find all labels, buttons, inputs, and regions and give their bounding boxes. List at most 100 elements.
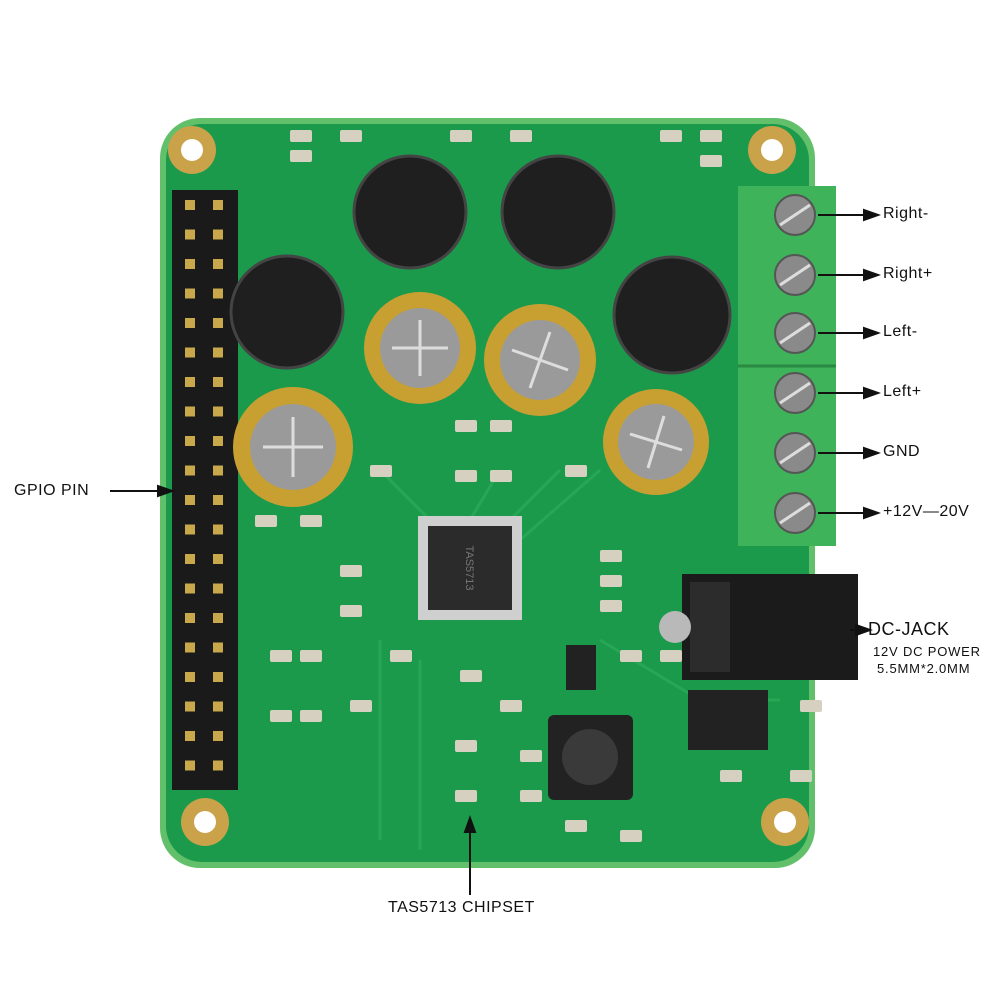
gpio-pin — [185, 406, 195, 417]
smd-component — [660, 130, 682, 142]
gpio-pin — [185, 200, 195, 210]
gpio-pin — [185, 465, 195, 476]
dc-jack-power-spec: 12V DC POWER — [873, 644, 981, 659]
terminal-label: Left- — [883, 323, 918, 340]
smd-component — [290, 130, 312, 142]
smd-component — [340, 565, 362, 577]
gpio-pin — [213, 259, 223, 269]
gpio-pin — [185, 495, 195, 505]
smd-component — [800, 700, 822, 712]
smd-component — [510, 130, 532, 142]
smd-component — [350, 700, 372, 712]
gpio-pin — [213, 583, 223, 594]
smd-component — [520, 790, 542, 802]
gpio-pin — [213, 318, 223, 328]
terminal-label: Right+ — [883, 265, 933, 282]
ic — [688, 690, 768, 750]
smd-component — [600, 550, 622, 562]
gpio-pin — [185, 642, 195, 653]
smd-component — [490, 420, 512, 432]
tas5713-chip: TAS5713 — [418, 516, 522, 620]
gpio-pin — [213, 229, 223, 240]
terminal-label: GND — [883, 443, 921, 460]
smd-component — [565, 820, 587, 832]
smd-component — [620, 830, 642, 842]
smd-component — [600, 600, 622, 612]
gpio-pin — [185, 672, 195, 682]
smd-component — [620, 650, 642, 662]
smd-component — [270, 650, 292, 662]
gpio-pin — [213, 613, 223, 623]
gold-capacitors — [233, 292, 709, 507]
smd-component — [455, 790, 477, 802]
gpio-pin — [185, 760, 195, 771]
dc-jack-size-spec: 5.5MM*2.0MM — [877, 661, 971, 676]
smd-component — [340, 130, 362, 142]
dc-jack-arrow — [855, 623, 873, 637]
gpio-pin — [185, 701, 195, 712]
gpio-pin — [185, 288, 195, 299]
black-capacitors — [229, 154, 732, 375]
gpio-pin — [185, 347, 195, 358]
smd-component — [255, 515, 277, 527]
gpio-pin — [185, 318, 195, 328]
gpio-pin — [213, 465, 223, 476]
smd-component — [290, 150, 312, 162]
gpio-pin — [213, 495, 223, 505]
smd-component — [460, 670, 482, 682]
smd-component — [600, 575, 622, 587]
smd-component — [340, 605, 362, 617]
smd-component — [520, 750, 542, 762]
smd-component — [500, 700, 522, 712]
terminal-label: Right- — [883, 205, 929, 222]
smd-component — [720, 770, 742, 782]
gpio-pin — [185, 554, 195, 564]
smd-component — [450, 130, 472, 142]
gpio-pin — [213, 642, 223, 653]
gpio-pin — [185, 229, 195, 240]
smd-component — [455, 470, 477, 482]
smd-component — [300, 650, 322, 662]
gpio-pin-label: GPIO PIN — [14, 482, 90, 499]
terminal-block — [738, 186, 836, 546]
gpio-pin — [213, 672, 223, 682]
gpio-pin — [185, 731, 195, 741]
gpio-pin — [213, 288, 223, 299]
gpio-pin — [213, 347, 223, 358]
diode — [566, 645, 596, 690]
gpio-pin — [213, 524, 223, 535]
gpio-pin — [185, 524, 195, 535]
gpio-pin — [185, 259, 195, 269]
chip-marking: TAS5713 — [463, 545, 475, 590]
chipset-label: TAS5713 CHIPSET — [388, 899, 535, 916]
gpio-pin — [185, 436, 195, 446]
smd-component — [790, 770, 812, 782]
smd-component — [660, 650, 682, 662]
smd-component — [300, 515, 322, 527]
gpio-pin — [185, 613, 195, 623]
smd-component — [370, 465, 392, 477]
terminal-label: Left+ — [883, 383, 922, 400]
smd-component — [700, 130, 722, 142]
gpio-pin — [213, 554, 223, 564]
smd-component — [490, 470, 512, 482]
smd-component — [270, 710, 292, 722]
smd-component — [390, 650, 412, 662]
gpio-header — [172, 190, 238, 790]
mounting-holes — [168, 126, 809, 846]
dc-jack — [659, 574, 858, 680]
smd-component — [455, 740, 477, 752]
gpio-pin — [213, 377, 223, 387]
smd-component — [565, 465, 587, 477]
smd-component — [700, 155, 722, 167]
smd-component — [300, 710, 322, 722]
gpio-pin — [213, 701, 223, 712]
terminal-label: +12V—20V — [883, 503, 970, 520]
gpio-pin — [185, 583, 195, 594]
gpio-pin — [185, 377, 195, 387]
dc-jack-label: DC-JACK — [868, 619, 950, 639]
gpio-pin — [213, 731, 223, 741]
gpio-pin — [213, 760, 223, 771]
gpio-pin — [213, 406, 223, 417]
